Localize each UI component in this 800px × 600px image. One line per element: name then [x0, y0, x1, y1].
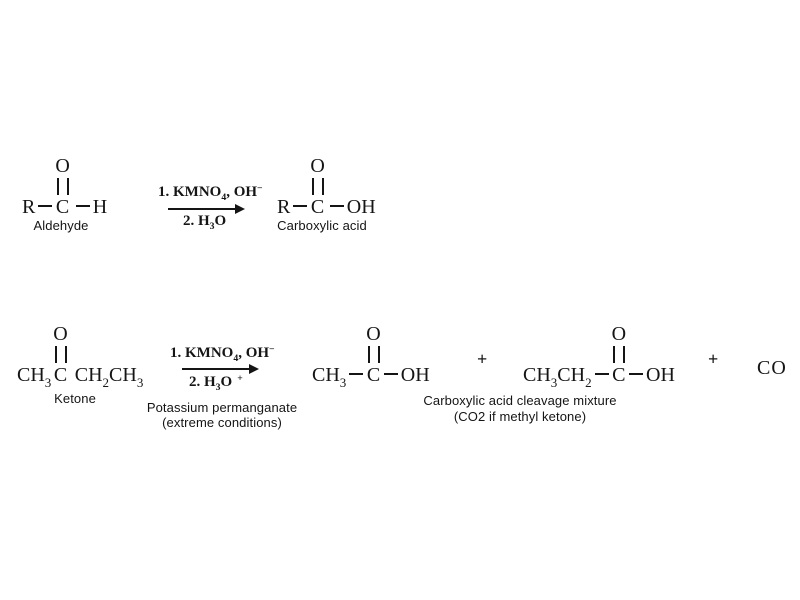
single-bond	[329, 205, 344, 207]
carbon-monoxide-formula: CO	[757, 358, 787, 378]
oxygen-atom: O	[55, 155, 70, 177]
carbon-atom: C	[612, 364, 626, 386]
single-bond	[629, 373, 644, 375]
single-bond	[38, 205, 53, 207]
cleavage-caption-line1: Carboxylic acid cleavage mixture	[423, 393, 617, 408]
atom-text: CH	[557, 364, 586, 386]
subscript: 2	[102, 374, 110, 390]
single-bond	[594, 373, 609, 375]
oxygen-atom: O	[310, 155, 325, 177]
aldehyde-label: Aldehyde	[33, 218, 89, 233]
carbon-atom: C	[53, 364, 68, 386]
single-bond	[293, 205, 308, 207]
reagent-conditions: (extreme conditions)	[162, 415, 282, 430]
atom-text: R	[22, 196, 36, 218]
subscript: 3	[215, 381, 221, 393]
reaction2-conditions-note: Potassium permanganate (extreme conditio…	[122, 400, 322, 430]
carboxylic-acid-label: Carboxylic acid	[277, 218, 367, 233]
atom-text: R	[277, 196, 291, 218]
atom-text: OH	[400, 364, 430, 386]
superscript: +	[237, 373, 243, 385]
double-bond-icon	[367, 346, 380, 363]
subscript: 4	[221, 191, 227, 203]
subscript: 2	[585, 374, 592, 390]
atom-text: CH	[17, 364, 45, 386]
subscript: 3	[550, 374, 558, 390]
spacer	[325, 216, 327, 217]
single-bond	[349, 373, 364, 375]
subscript: 3	[44, 374, 52, 390]
cleavage-mixture-caption: Carboxylic acid cleavage mixture (CO2 if…	[385, 393, 655, 425]
double-bond-icon	[311, 178, 324, 195]
oxygen-atom: O	[366, 323, 381, 345]
atom-text: CH	[74, 364, 103, 386]
carbon-atom: C	[310, 196, 325, 218]
subscript: 3	[209, 220, 215, 232]
oxygen-atom: O	[611, 323, 627, 345]
atom-text: 1. KMNO	[158, 184, 222, 200]
single-bond	[75, 205, 90, 207]
atom-text: 2. H	[183, 213, 210, 229]
atom-text: CH	[109, 364, 137, 386]
atom-text: OH	[646, 364, 675, 386]
subscript: 3	[339, 374, 347, 390]
atom-text: 1. KMNO	[170, 345, 234, 361]
single-bond	[383, 373, 398, 375]
spacer	[232, 389, 237, 390]
subscript: 4	[233, 352, 239, 364]
atom-text: OH	[346, 196, 376, 218]
atom-text: , OH	[238, 345, 270, 361]
carbon-atom: C	[366, 364, 381, 386]
superscript: −	[257, 183, 263, 195]
subscript: 3	[136, 374, 144, 390]
atom-text: H	[92, 196, 108, 218]
double-bond-icon	[54, 346, 67, 363]
carbon-monoxide-text: CO	[757, 357, 787, 379]
atom-text: O	[220, 374, 233, 390]
atom-text: O	[214, 213, 227, 229]
atom-text: CH	[523, 364, 551, 386]
spacer	[70, 216, 73, 217]
atom-text: , OH	[226, 184, 258, 200]
spacer	[68, 384, 75, 385]
atom-text: 2. H	[189, 374, 216, 390]
double-bond-icon	[612, 346, 625, 363]
plus-sign-1: +	[477, 349, 488, 369]
reaction1-arrow	[168, 204, 245, 214]
superscript: −	[269, 344, 275, 356]
cleavage-caption-line2: (CO2 if methyl ketone)	[453, 409, 587, 424]
plus-sign-2: +	[708, 349, 719, 369]
double-bond-icon	[56, 178, 69, 195]
ketone-label: Ketone	[54, 391, 96, 406]
carbon-atom: C	[55, 196, 70, 218]
atom-text: CH	[312, 364, 340, 386]
oxygen-atom: O	[53, 323, 68, 345]
reaction2-arrow	[182, 364, 259, 374]
reagent-name: Potassium permanganate	[146, 400, 298, 415]
